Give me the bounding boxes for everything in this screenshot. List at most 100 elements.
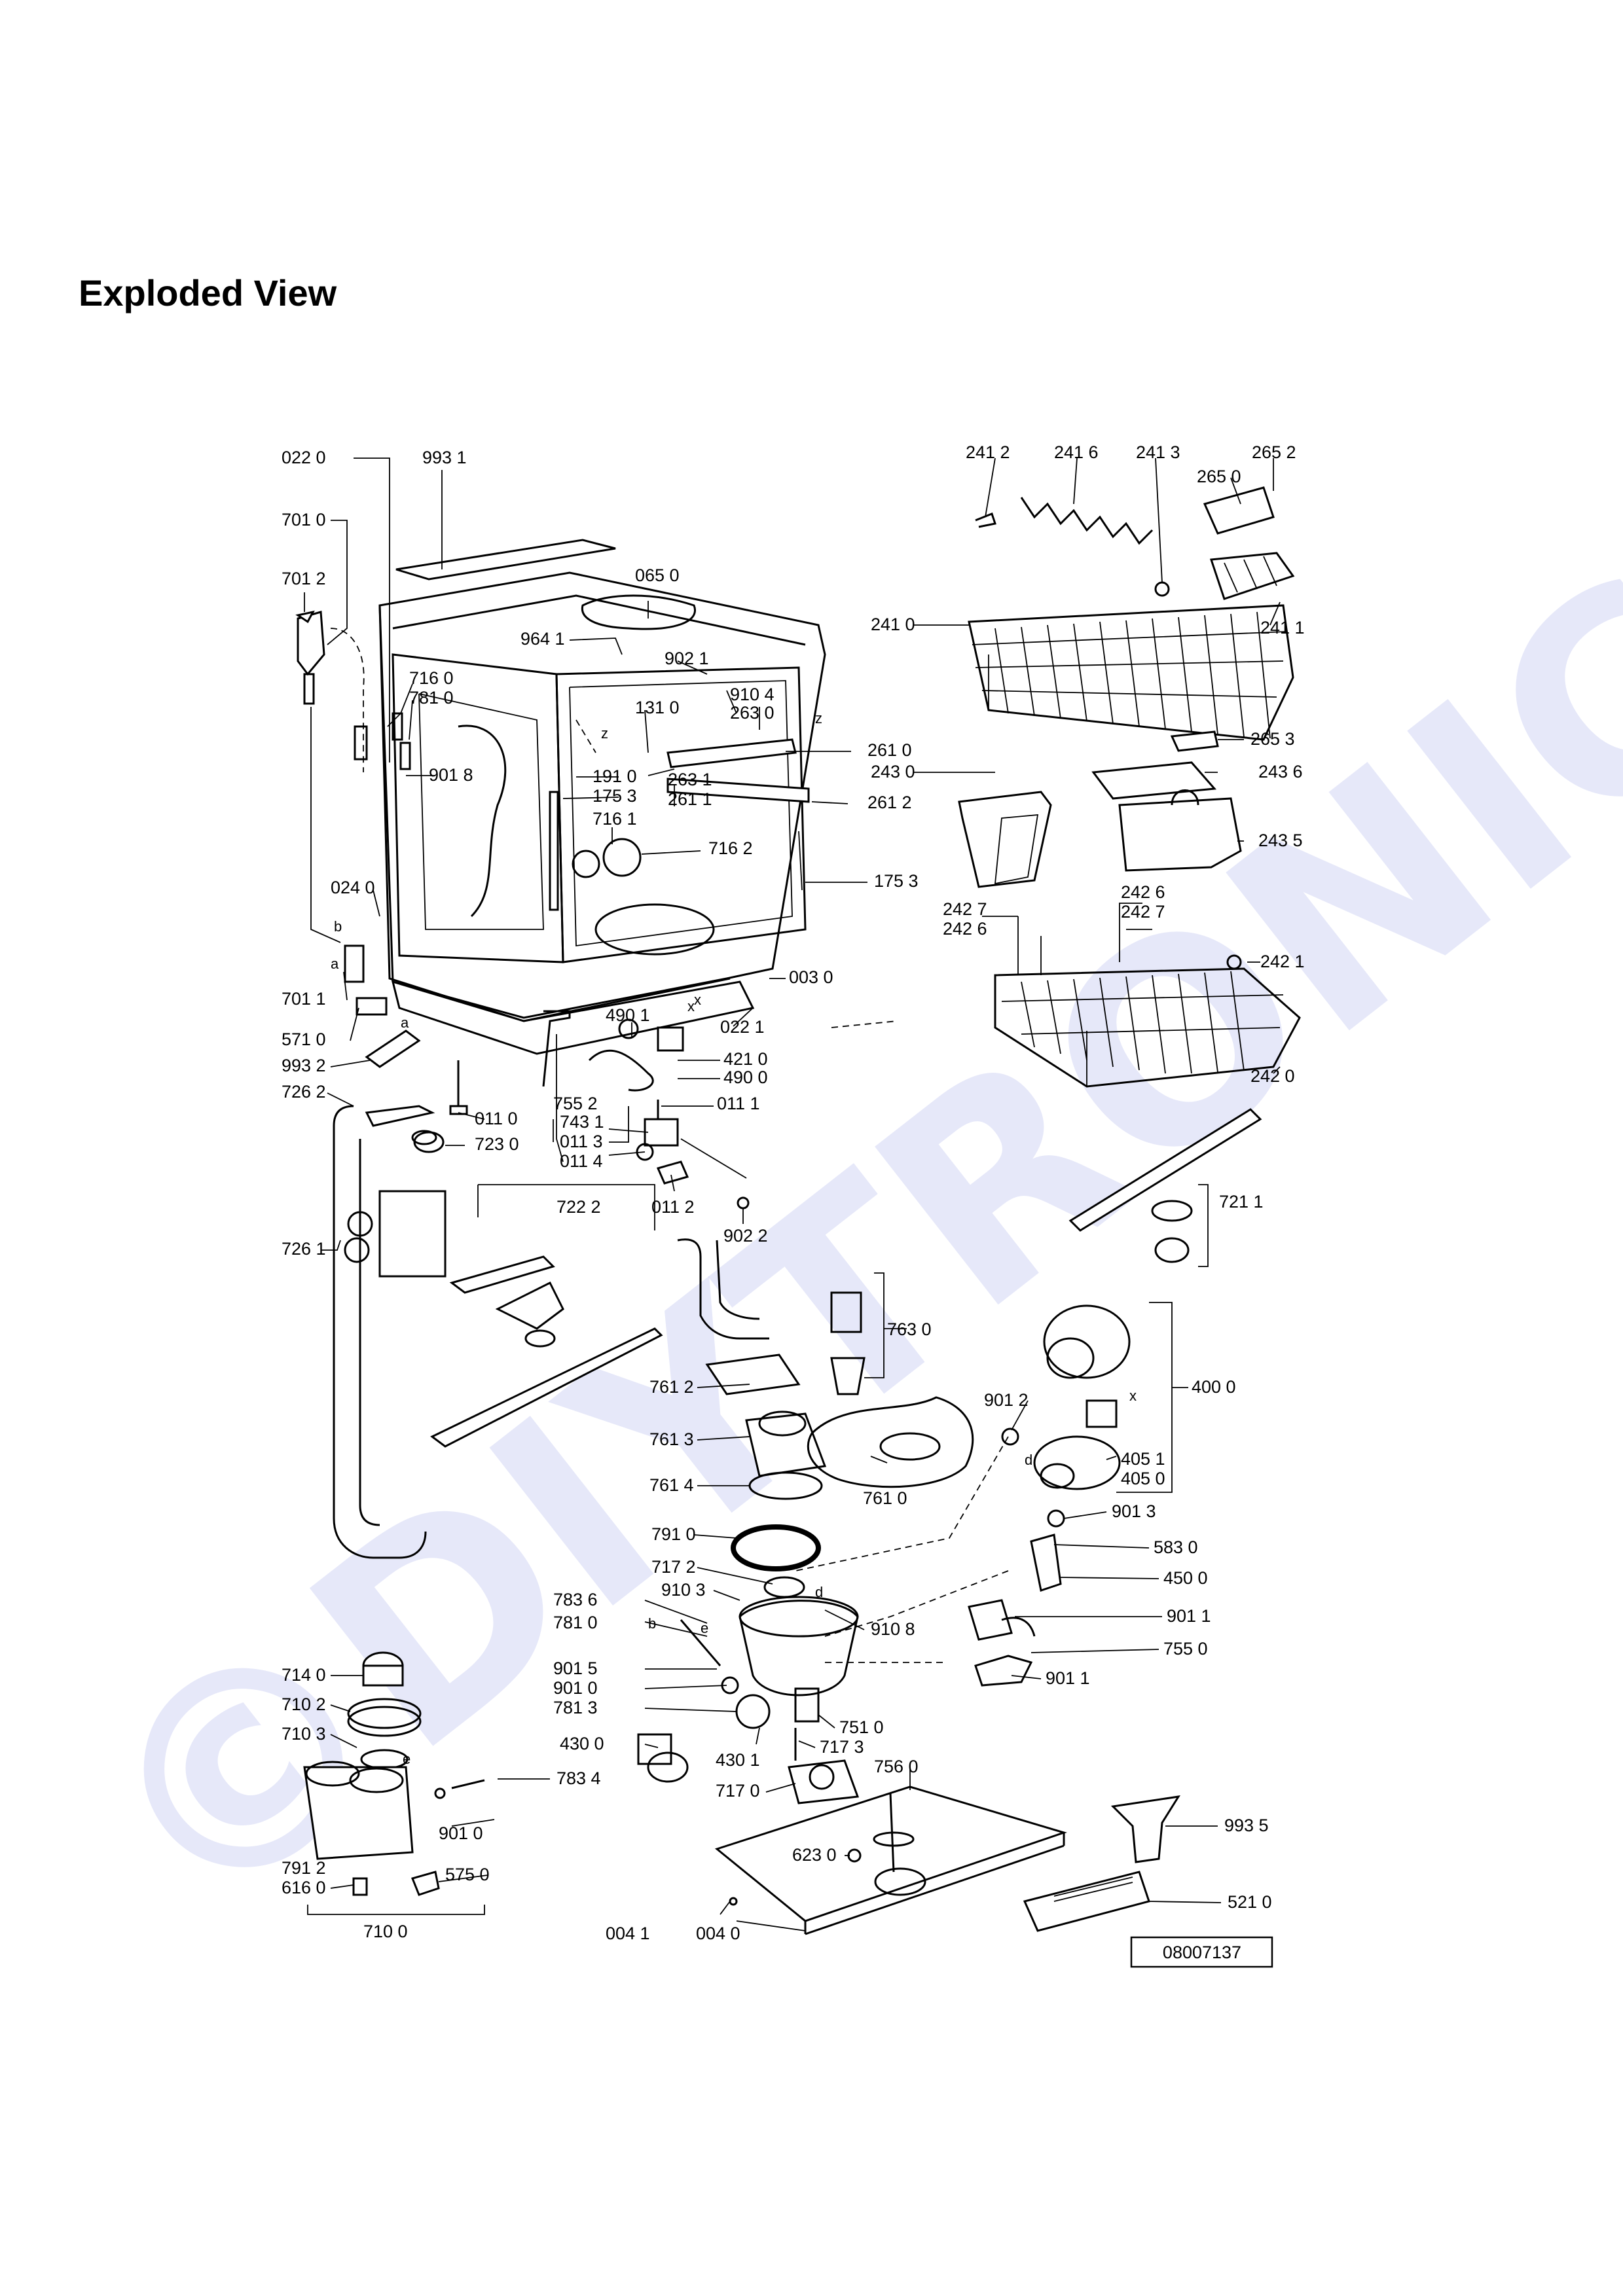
callout-242-6-b: 242 6 <box>943 919 987 939</box>
callout-583-0: 583 0 <box>1154 1537 1198 1557</box>
callout-265-2: 265 2 <box>1252 442 1296 462</box>
callout-716-1: 716 1 <box>593 809 637 829</box>
callout-011-3: 011 3 <box>560 1132 603 1151</box>
callout-004-1: 004 1 <box>606 1924 650 1943</box>
callout-421-0: 421 0 <box>723 1049 768 1069</box>
callout-714-0: 714 0 <box>282 1665 326 1685</box>
callout-761-4: 761 4 <box>649 1475 694 1495</box>
ref-letter-a: a <box>331 956 339 972</box>
ref-letter-x: x <box>694 992 701 1008</box>
ref-letter-d: d <box>1025 1452 1032 1468</box>
callout-490-0: 490 0 <box>723 1067 768 1087</box>
lower-spray-arm-drawing <box>333 1105 663 1559</box>
callout-781-3: 781 3 <box>553 1698 598 1717</box>
callout-701-2: 701 2 <box>282 569 326 588</box>
callout-242-1: 242 1 <box>1260 952 1305 971</box>
leader-lines <box>304 457 1281 1931</box>
callout-labels: 022 0 993 1 701 0 701 2 065 0 964 1 902 … <box>282 442 1305 1943</box>
callout-241-3: 241 3 <box>1136 442 1180 462</box>
callout-902-1: 902 1 <box>665 649 709 668</box>
ref-letter-x: x <box>687 998 695 1014</box>
callout-901-2: 901 2 <box>984 1390 1029 1410</box>
callout-756-0: 756 0 <box>874 1757 919 1776</box>
left-accessories-drawing <box>295 610 468 1115</box>
callout-191-0: 191 0 <box>593 766 637 786</box>
callout-490-1: 490 1 <box>606 1005 650 1025</box>
callout-242-7-b: 242 7 <box>1121 902 1165 922</box>
callout-243-5: 243 5 <box>1258 831 1303 850</box>
ref-letter-a: a <box>401 1014 409 1031</box>
watermark: ©DIYTRONIC.cz <box>40 253 1623 1982</box>
callout-710-2: 710 2 <box>282 1695 326 1714</box>
callout-710-0: 710 0 <box>363 1922 408 1941</box>
callout-261-2: 261 2 <box>867 793 912 812</box>
callout-755-2: 755 2 <box>553 1094 598 1113</box>
callout-717-0: 717 0 <box>716 1781 760 1801</box>
callout-717-3: 717 3 <box>820 1737 864 1757</box>
callout-993-2: 993 2 <box>282 1056 326 1075</box>
callout-430-0: 430 0 <box>560 1734 604 1753</box>
callout-616-0: 616 0 <box>282 1878 326 1897</box>
callout-783-4: 783 4 <box>556 1768 601 1788</box>
callout-910-4: 910 4 <box>730 685 775 704</box>
callout-011-1: 011 1 <box>717 1094 760 1113</box>
callout-901-8: 901 8 <box>429 765 473 785</box>
ref-letter-z: z <box>815 710 822 726</box>
callout-022-1: 022 1 <box>720 1017 765 1037</box>
callout-701-1: 701 1 <box>282 989 326 1009</box>
callout-405-0: 405 0 <box>1121 1469 1165 1488</box>
callout-901-5: 901 5 <box>553 1659 598 1678</box>
callout-400-0: 400 0 <box>1192 1377 1236 1397</box>
callout-175-3-a: 175 3 <box>593 786 637 806</box>
ref-letter-b: b <box>334 918 342 935</box>
callout-716-0: 716 0 <box>409 668 454 688</box>
callout-575-0: 575 0 <box>445 1865 490 1884</box>
callout-755-0: 755 0 <box>1163 1639 1208 1659</box>
callout-710-3: 710 3 <box>282 1724 326 1744</box>
callout-901-1-a: 901 1 <box>1167 1606 1211 1626</box>
callout-004-0: 004 0 <box>696 1924 740 1943</box>
callout-717-2: 717 2 <box>651 1557 696 1577</box>
callout-131-0: 131 0 <box>635 698 680 717</box>
callout-701-0: 701 0 <box>282 510 326 529</box>
callout-430-1: 430 1 <box>716 1750 760 1770</box>
drawing-number: 08007137 <box>1163 1943 1241 1962</box>
callout-721-1: 721 1 <box>1219 1192 1264 1211</box>
ref-letter-e: e <box>403 1751 410 1767</box>
callout-263-1: 263 1 <box>668 770 712 789</box>
callout-261-0: 261 0 <box>867 740 912 760</box>
callout-901-1-b: 901 1 <box>1046 1668 1090 1688</box>
callout-722-2: 722 2 <box>556 1197 601 1217</box>
callout-743-1: 743 1 <box>560 1112 604 1132</box>
callout-910-8: 910 8 <box>871 1619 915 1639</box>
callout-011-0: 011 0 <box>475 1109 518 1128</box>
callout-265-0: 265 0 <box>1197 467 1241 486</box>
callout-901-0-a: 901 0 <box>553 1678 598 1698</box>
callout-022-0: 022 0 <box>282 448 326 467</box>
ref-letter-z: z <box>601 725 608 742</box>
callout-243-0: 243 0 <box>871 762 915 781</box>
callout-024-0: 024 0 <box>331 878 375 897</box>
callout-623-0: 623 0 <box>792 1845 837 1865</box>
callout-242-0: 242 0 <box>1250 1066 1295 1086</box>
callout-243-6: 243 6 <box>1258 762 1303 781</box>
callout-241-1: 241 1 <box>1260 618 1305 637</box>
callout-065-0: 065 0 <box>635 565 680 585</box>
callout-716-2: 716 2 <box>708 838 753 858</box>
callout-993-1: 993 1 <box>422 448 467 467</box>
callout-726-1: 726 1 <box>282 1239 326 1259</box>
water-softener-drawing <box>303 1651 485 1896</box>
callout-761-2: 761 2 <box>649 1377 694 1397</box>
ref-letter-e: e <box>701 1620 708 1636</box>
callout-405-1: 405 1 <box>1121 1449 1165 1469</box>
callout-242-6-a: 242 6 <box>1121 882 1165 902</box>
upper-basket-drawing <box>968 486 1295 752</box>
drawing-number-box <box>1130 1936 1273 1968</box>
callout-241-6: 241 6 <box>1054 442 1099 462</box>
callout-964-1: 964 1 <box>520 629 565 649</box>
cutlery-baskets-drawing <box>958 761 1242 888</box>
callout-261-1: 261 1 <box>668 789 712 809</box>
tub-cabinet-drawing <box>344 539 826 1055</box>
callout-751-0: 751 0 <box>839 1717 884 1737</box>
callout-175-3-b: 175 3 <box>874 871 919 891</box>
